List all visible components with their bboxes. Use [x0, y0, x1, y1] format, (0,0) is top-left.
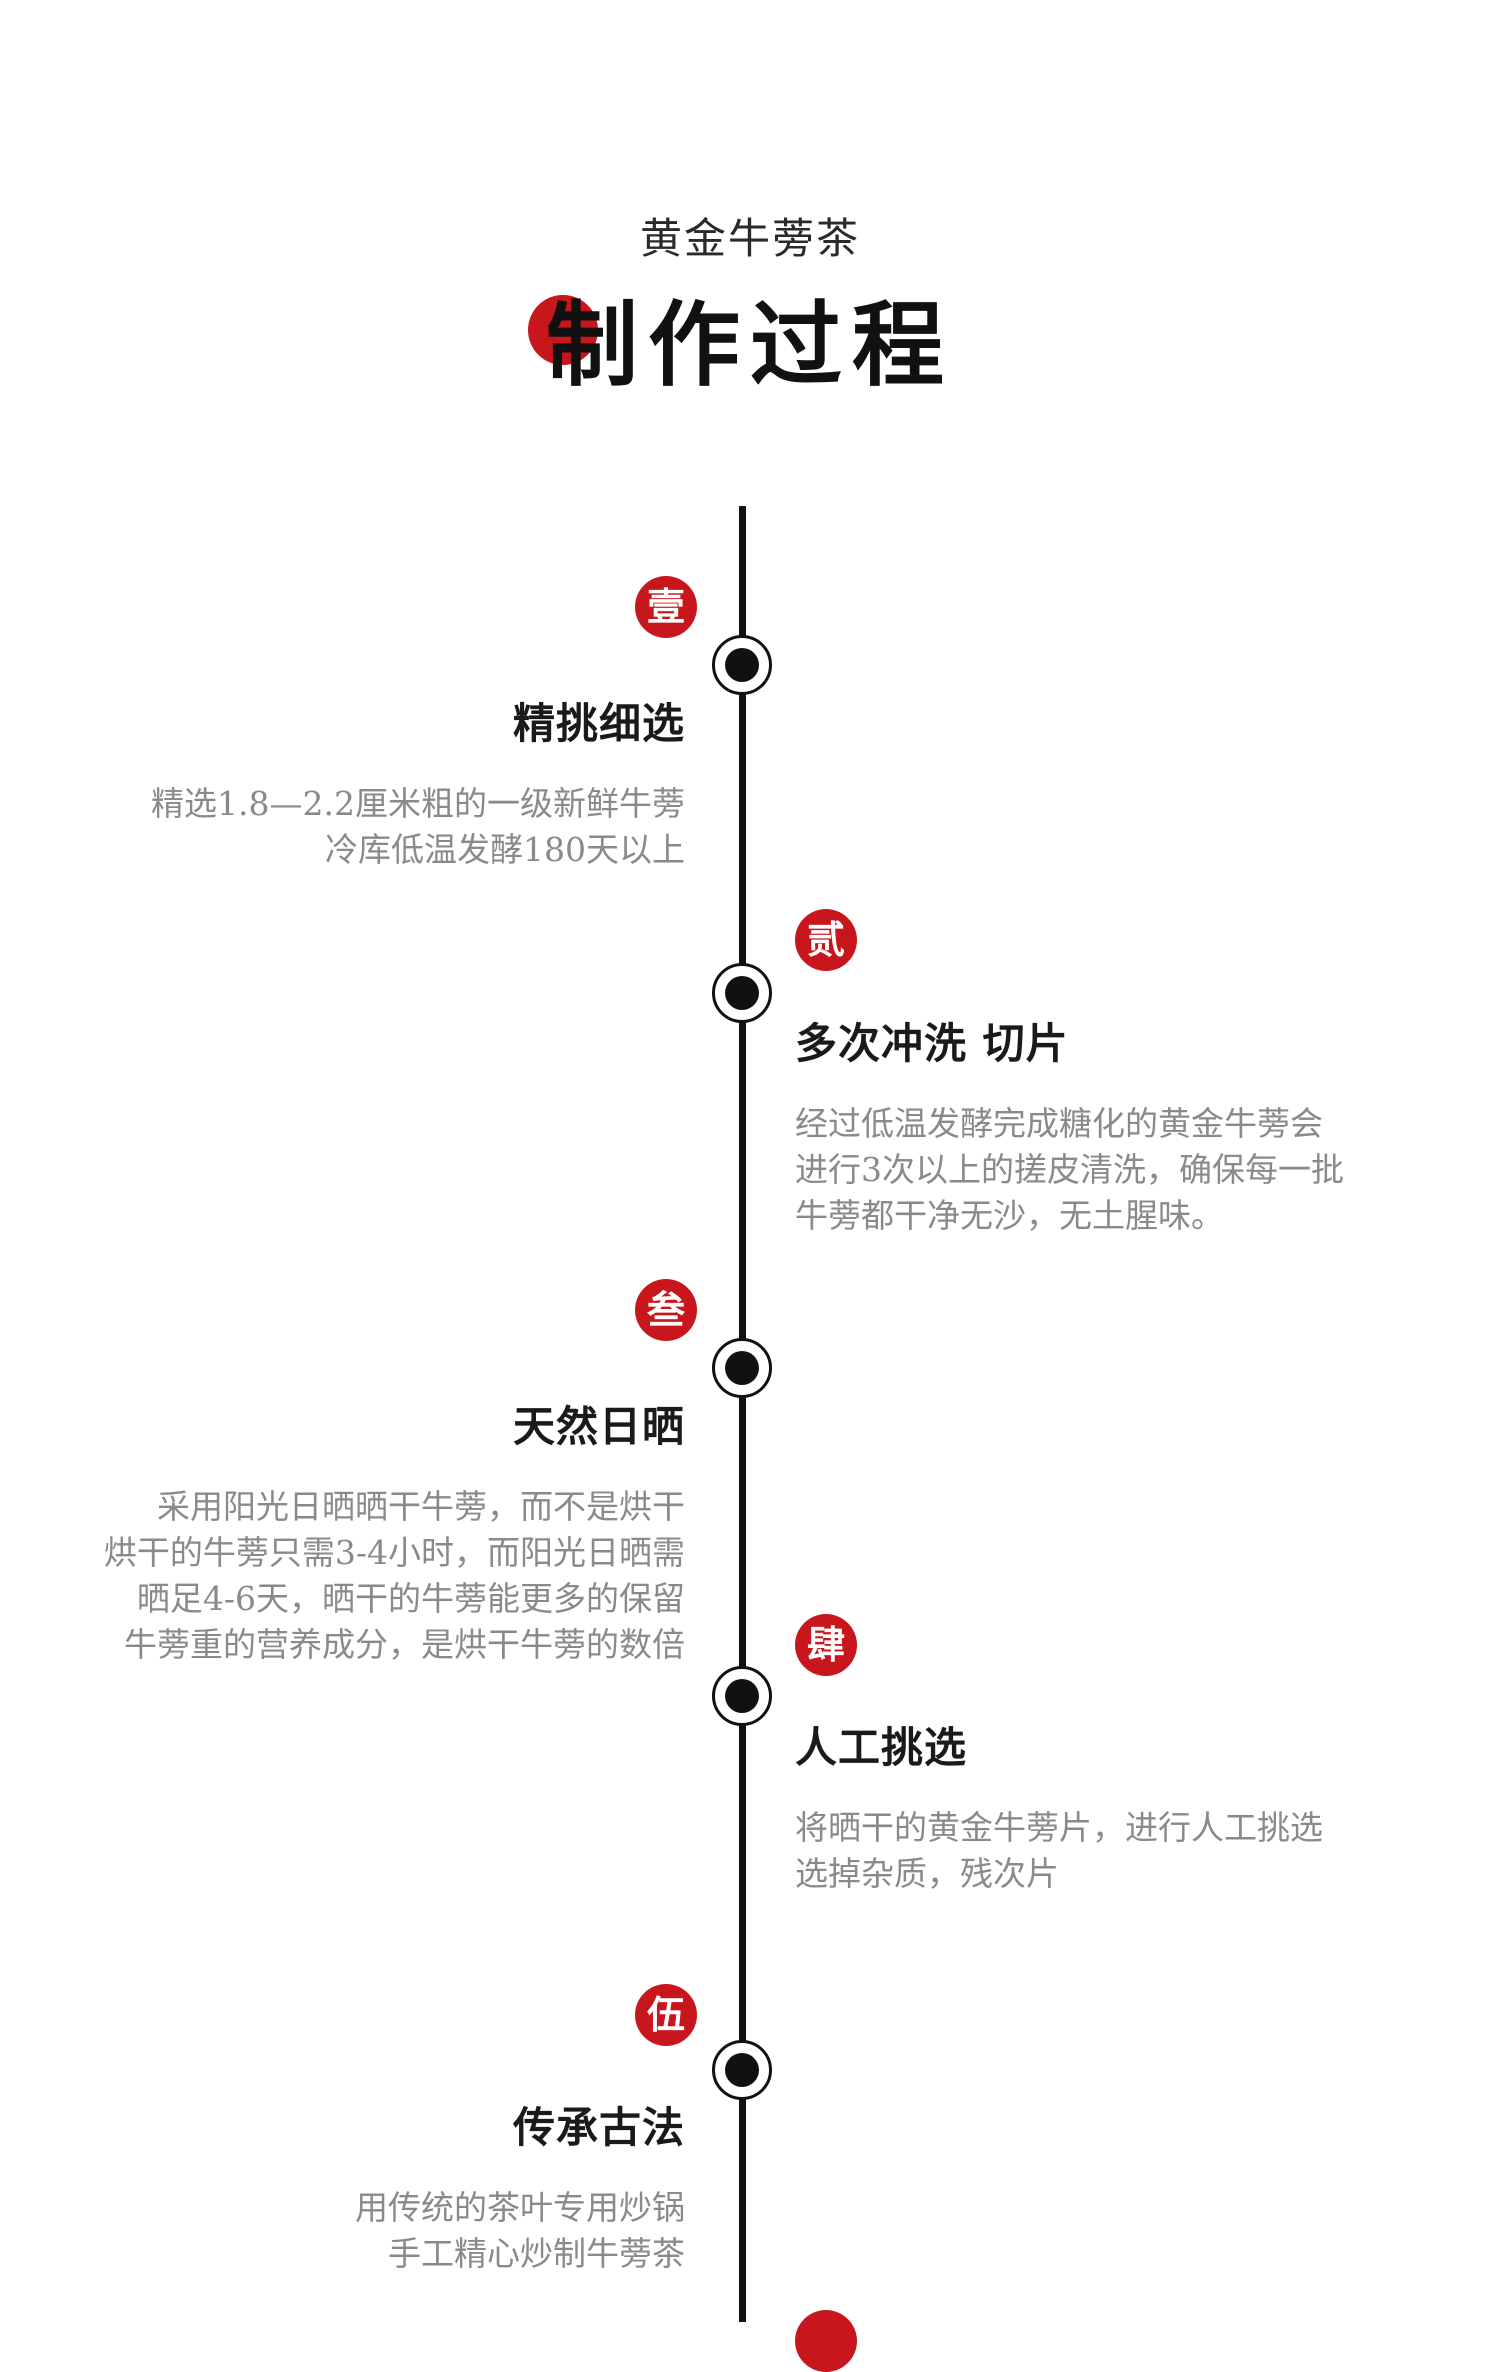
step-2: 多次冲洗 切片 经过低温发酵完成糖化的黄金牛蒡会 进行3次以上的搓皮清洗，确保每… [795, 1010, 1344, 1239]
page-subtitle: 黄金牛蒡茶 [639, 214, 860, 263]
timeline-node-3 [712, 1338, 772, 1398]
step-title-3: 天然日晒 [512, 1402, 685, 1451]
step-desc-line: 用传统的茶叶专用炒锅 [355, 2188, 685, 2227]
step-desc-line: 将晒干的黄金牛蒡片，进行人工挑选 [795, 1808, 1323, 1847]
page-title-wrap: 制作过程 [0, 294, 1500, 396]
page-title: 制作过程 [527, 294, 954, 396]
step-desc-line: 进行3次以上的搓皮清洗，确保每一批 [795, 1150, 1344, 1189]
step-5: 传承古法 用传统的茶叶专用炒锅 手工精心炒制牛蒡茶 [355, 2094, 685, 2277]
title-red-dot [527, 295, 598, 365]
step-1: 精挑细选 精选1.8—2.2厘米粗的一级新鲜牛蒡 冷库低温发酵180天以上 [151, 690, 685, 873]
step-desc-line: 经过低温发酵完成糖化的黄金牛蒡会 [795, 1104, 1323, 1143]
step-desc-1: 精选1.8—2.2厘米粗的一级新鲜牛蒡 冷库低温发酵180天以上 [151, 781, 685, 873]
step-badge-5: 伍 [635, 1984, 697, 2046]
step-badge-2: 贰 [795, 909, 857, 971]
step-desc-line: 精选1.8—2.2厘米粗的一级新鲜牛蒡 [151, 784, 685, 823]
step-badge-4: 肆 [795, 1614, 857, 1676]
page-title-text: 制作过程 [545, 291, 954, 399]
timeline-node-1 [712, 635, 772, 695]
step-title-5: 传承古法 [512, 2103, 685, 2152]
step-desc-line: 烘干的牛蒡只需3-4小时，而阳光日晒需 [103, 1533, 685, 1572]
step-4: 人工挑选 将晒干的黄金牛蒡片，进行人工挑选 选掉杂质，残次片 [795, 1714, 1323, 1897]
step-badge-1: 壹 [635, 576, 697, 638]
step-title-2: 多次冲洗 切片 [795, 1019, 1069, 1068]
step-badge-3: 叁 [635, 1279, 697, 1341]
step-title-4: 人工挑选 [795, 1723, 968, 1772]
step-title-1: 精挑细选 [512, 699, 685, 748]
step-desc-line: 手工精心炒制牛蒡茶 [388, 2234, 685, 2273]
step-desc-line: 采用阳光日晒晒干牛蒡，而不是烘干 [157, 1487, 685, 1526]
timeline-node-5 [712, 2040, 772, 2100]
step-desc-line: 牛蒡重的营养成分，是烘干牛蒡的数倍 [124, 1625, 685, 1664]
step-desc-line: 选掉杂质，残次片 [795, 1854, 1059, 1893]
timeline-node-4 [712, 1666, 772, 1726]
step-desc-5: 用传统的茶叶专用炒锅 手工精心炒制牛蒡茶 [355, 2185, 685, 2277]
step-desc-line: 晒足4-6天，晒干的牛蒡能更多的保留 [136, 1579, 685, 1618]
step-3: 天然日晒 采用阳光日晒晒干牛蒡，而不是烘干 烘干的牛蒡只需3-4小时，而阳光日晒… [104, 1393, 685, 1668]
step-desc-4: 将晒干的黄金牛蒡片，进行人工挑选 选掉杂质，残次片 [795, 1805, 1323, 1897]
timeline-line [739, 506, 746, 2322]
step-badge-next-partial [795, 2310, 857, 2372]
step-desc-2: 经过低温发酵完成糖化的黄金牛蒡会 进行3次以上的搓皮清洗，确保每一批 牛蒡都干净… [795, 1101, 1344, 1239]
timeline-node-2 [712, 963, 772, 1023]
step-desc-line: 牛蒡都干净无沙，无土腥味。 [795, 1196, 1224, 1235]
step-desc-line: 冷库低温发酵180天以上 [325, 830, 685, 869]
step-desc-3: 采用阳光日晒晒干牛蒡，而不是烘干 烘干的牛蒡只需3-4小时，而阳光日晒需 晒足4… [104, 1484, 685, 1668]
